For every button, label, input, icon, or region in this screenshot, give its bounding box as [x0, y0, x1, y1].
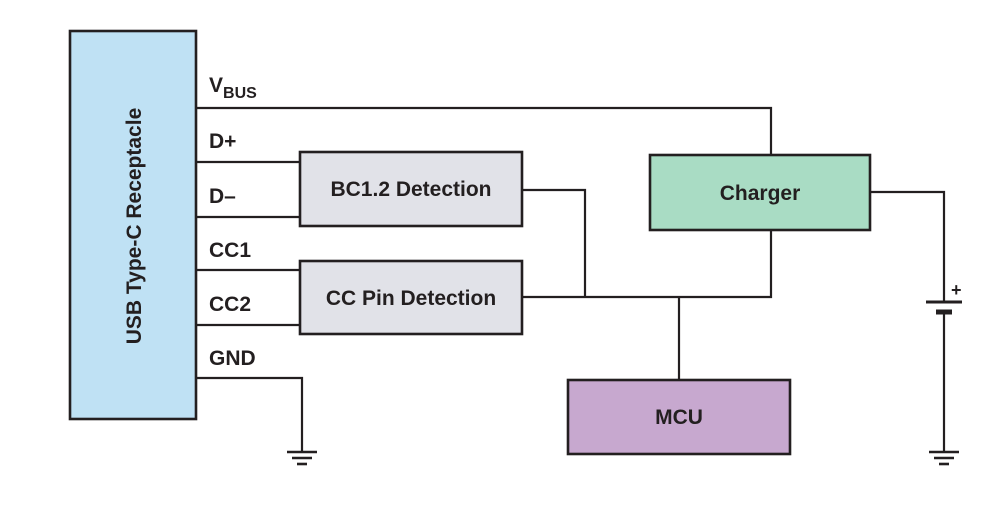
ccpin-label: CC Pin Detection: [326, 287, 496, 310]
pin-label-gnd: GND: [209, 347, 256, 370]
vbus-wire: [196, 106, 773, 155]
pin-label-dplus: D+: [209, 130, 236, 153]
battery-pos-wire: [870, 190, 946, 302]
bc12-label: BC1.2 Detection: [330, 178, 491, 201]
ground-icon: [929, 450, 959, 466]
pin-labels: VBUS D+ D– CC1 CC2 GND: [209, 74, 257, 370]
gnd-wire: [196, 376, 304, 452]
usb-receptacle: USB Type-C Receptacle: [68, 29, 198, 421]
mcu-label: MCU: [655, 406, 703, 429]
pin-label-cc1: CC1: [209, 239, 251, 262]
ground-icon: [287, 450, 317, 466]
charger-label: Charger: [720, 182, 801, 205]
mcu-block: MCU: [566, 378, 792, 456]
pin-label-cc2: CC2: [209, 293, 251, 316]
pin-label-vbus: VBUS: [209, 74, 257, 102]
wires: [196, 106, 946, 452]
battery-plus-label: +: [951, 280, 962, 300]
charger-block: Charger: [648, 153, 872, 232]
receptacle-label: USB Type-C Receptacle: [123, 108, 146, 345]
signal-bus-wire: [522, 230, 773, 299]
battery-icon: +: [926, 280, 962, 315]
bc12-detection-block: BC1.2 Detection: [298, 150, 524, 228]
bc12-out-wire: [522, 188, 587, 297]
pin-label-dminus: D–: [209, 185, 236, 208]
cc-pin-detection-block: CC Pin Detection: [298, 259, 524, 336]
